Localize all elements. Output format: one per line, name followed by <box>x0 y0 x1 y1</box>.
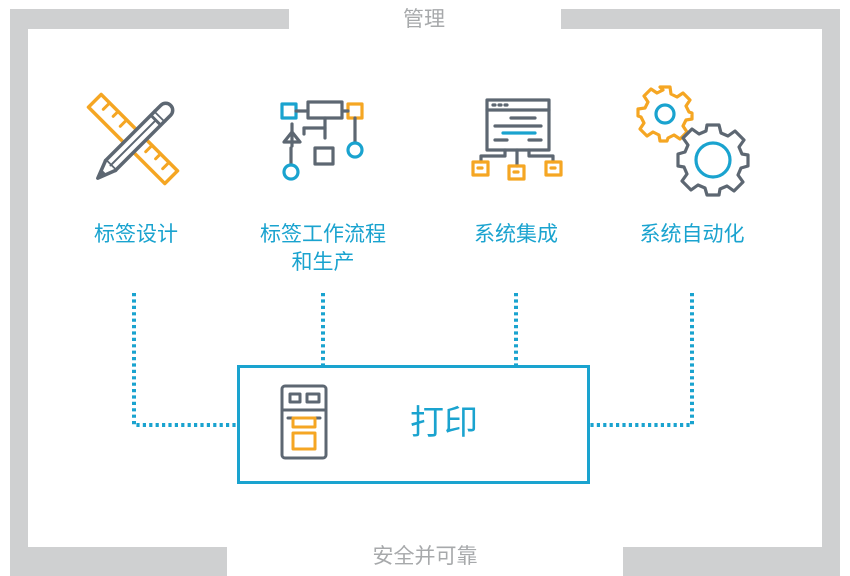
server-network-icon <box>471 98 563 181</box>
frame-top-left <box>10 9 289 29</box>
feature-label-workflow-line1: 标签工作流程 <box>260 222 386 246</box>
feature-label-workflow-line2: 和生产 <box>291 250 355 274</box>
gears-icon <box>636 85 750 197</box>
frame-right <box>822 9 840 576</box>
pencil-ruler-icon <box>86 92 180 186</box>
print-label: 打印 <box>410 403 478 443</box>
frame-bottom-left <box>10 547 227 576</box>
feature-label-system-integration: 系统集成 <box>474 222 558 246</box>
frame-bottom-label: 安全并可靠 <box>372 544 478 568</box>
feature-label-system-automation: 系统自动化 <box>639 222 745 246</box>
connector-system-automation <box>587 293 694 427</box>
feature-label-label-design: 标签设计 <box>94 222 178 246</box>
printer-icon <box>280 384 328 460</box>
frame-top-right <box>561 9 840 29</box>
frame-left <box>10 9 28 576</box>
frame-top-label: 管理 <box>403 7 445 31</box>
workflow-icon <box>280 100 364 181</box>
frame-bottom-right <box>623 547 840 576</box>
connector-label-design <box>132 293 237 427</box>
